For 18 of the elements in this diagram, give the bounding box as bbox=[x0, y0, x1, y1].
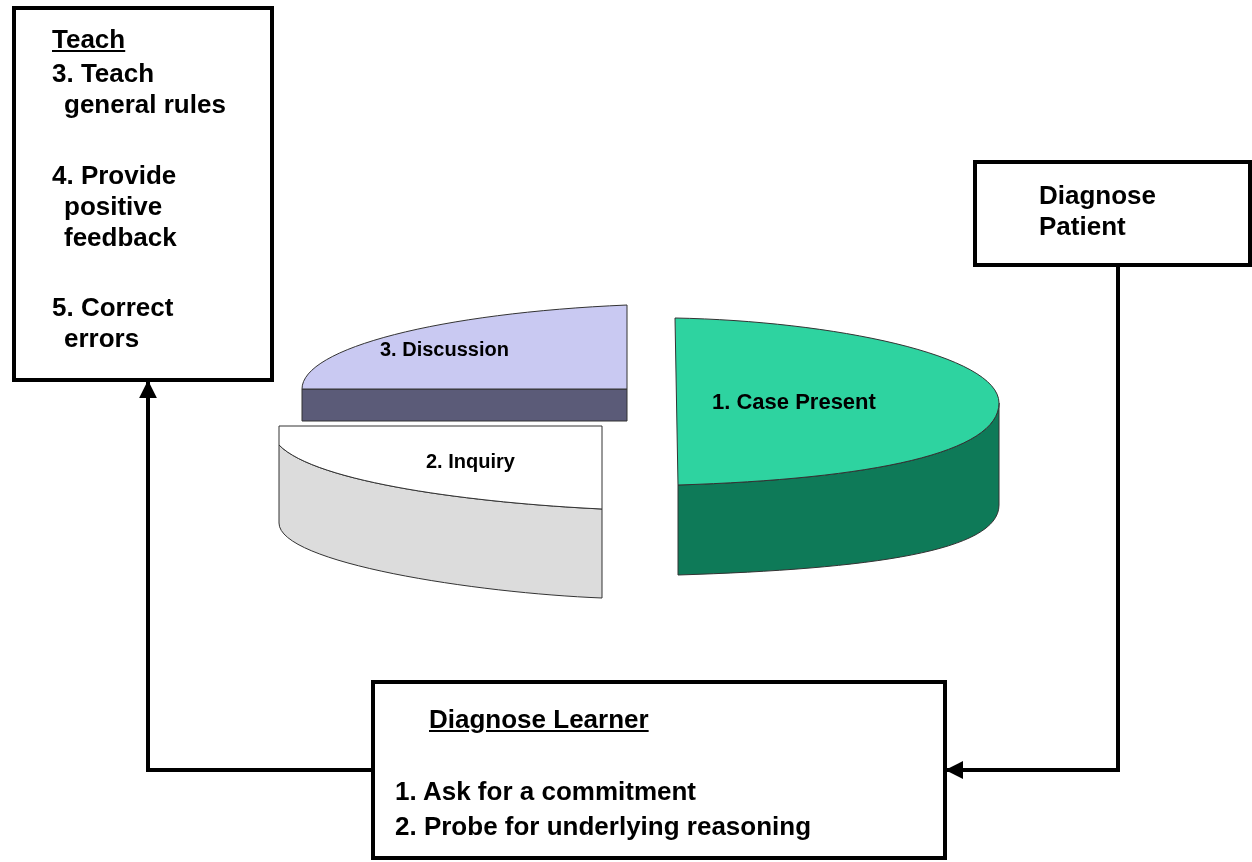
list-item: 4. Provide positive feedback bbox=[52, 160, 178, 254]
list-item: 2. Probe for underlying reasoning bbox=[395, 811, 813, 843]
list-item: 1. Ask for a commitment bbox=[395, 776, 697, 808]
slice-label: 1. Case Present bbox=[712, 389, 877, 416]
list-item: 3. Teach general rules bbox=[52, 58, 227, 121]
step-box bbox=[973, 160, 1252, 267]
box-heading: Teach bbox=[52, 24, 127, 56]
box-heading: Diagnose Learner bbox=[429, 704, 650, 736]
pie-slice bbox=[276, 423, 606, 601]
step-box bbox=[371, 680, 947, 860]
slice-label: 2. Inquiry bbox=[426, 449, 516, 473]
pie-slice bbox=[672, 315, 1002, 579]
slice-label: 3. Discussion bbox=[380, 337, 510, 361]
arrow bbox=[139, 380, 371, 772]
pie-slice bbox=[300, 303, 630, 423]
box-text: Diagnose Patient bbox=[1039, 180, 1158, 243]
list-item: 5. Correct errors bbox=[52, 292, 175, 355]
step-box bbox=[12, 6, 274, 382]
